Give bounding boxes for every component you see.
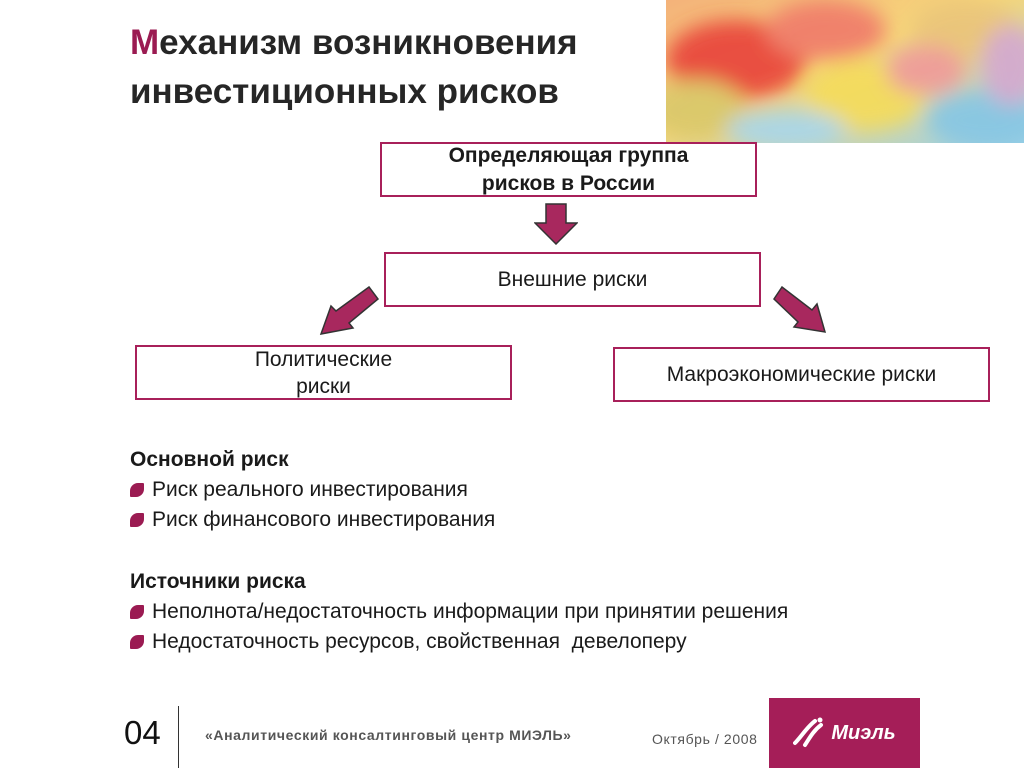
footer-organization: «Аналитический консалтинговый центр МИЭЛ… xyxy=(205,727,572,743)
list-item-text: Недостаточность ресурсов, свойственная д… xyxy=(152,630,687,653)
list-item: Риск реального инвестирования xyxy=(130,475,495,505)
box-political-line1: Политические xyxy=(254,347,393,371)
list-item: Риск финансового инвестирования xyxy=(130,505,495,535)
main-risk-section: Основной риск Риск реального инвестирова… xyxy=(130,445,495,535)
bullet-icon xyxy=(130,605,144,619)
page-number: 04 xyxy=(124,714,161,751)
risk-sources-section: Источники риска Неполнота/недостаточност… xyxy=(130,567,788,657)
box-external-label: Внешние риски xyxy=(497,267,648,291)
box-defining-line2: рисков в России xyxy=(481,171,656,195)
main-risk-heading: Основной риск xyxy=(130,448,289,471)
box-external-risks: Внешние риски xyxy=(384,252,761,307)
box-defining-line1: Определяющая группа xyxy=(448,143,689,167)
logo-mark-icon xyxy=(793,717,824,747)
watercolor-image xyxy=(666,0,1024,143)
bullet-icon xyxy=(130,513,144,527)
box-defining-risk-group: Определяющая группа рисков в России xyxy=(380,142,757,197)
arrow-down-left-icon xyxy=(319,286,380,335)
list-item-text: Риск реального инвестирования xyxy=(152,478,468,501)
arrow-down-right-icon xyxy=(773,286,827,333)
list-item-text: Неполнота/недостаточность информации при… xyxy=(152,600,789,623)
risk-sources-heading: Источники риска xyxy=(130,570,306,593)
footer-date: Октябрь / 2008 xyxy=(652,731,758,747)
bullet-icon xyxy=(130,635,144,649)
box-political-risks: Политические риски xyxy=(135,345,512,400)
arrow-down-icon xyxy=(534,203,578,245)
box-political-line2: риски xyxy=(296,374,351,398)
title-first-letter: М xyxy=(130,23,160,62)
list-item: Недостаточность ресурсов, свойственная д… xyxy=(130,627,788,657)
box-macroeconomic-risks: Макроэкономические риски xyxy=(613,347,990,402)
list-item-text: Риск финансового инвестирования xyxy=(152,508,496,531)
slide-title: Механизм возникновения инвестиционных ри… xyxy=(130,18,660,116)
list-item: Неполнота/недостаточность информации при… xyxy=(130,597,788,627)
company-logo: Миэль xyxy=(769,698,920,768)
logo-text: Миэль xyxy=(831,721,896,744)
title-line2: инвестиционных рисков xyxy=(130,72,559,111)
title-line1: еханизм возникновения xyxy=(159,23,578,62)
bullet-icon xyxy=(130,483,144,497)
footer-divider xyxy=(178,706,179,768)
box-macroeconomic-label: Макроэкономические риски xyxy=(666,362,937,386)
